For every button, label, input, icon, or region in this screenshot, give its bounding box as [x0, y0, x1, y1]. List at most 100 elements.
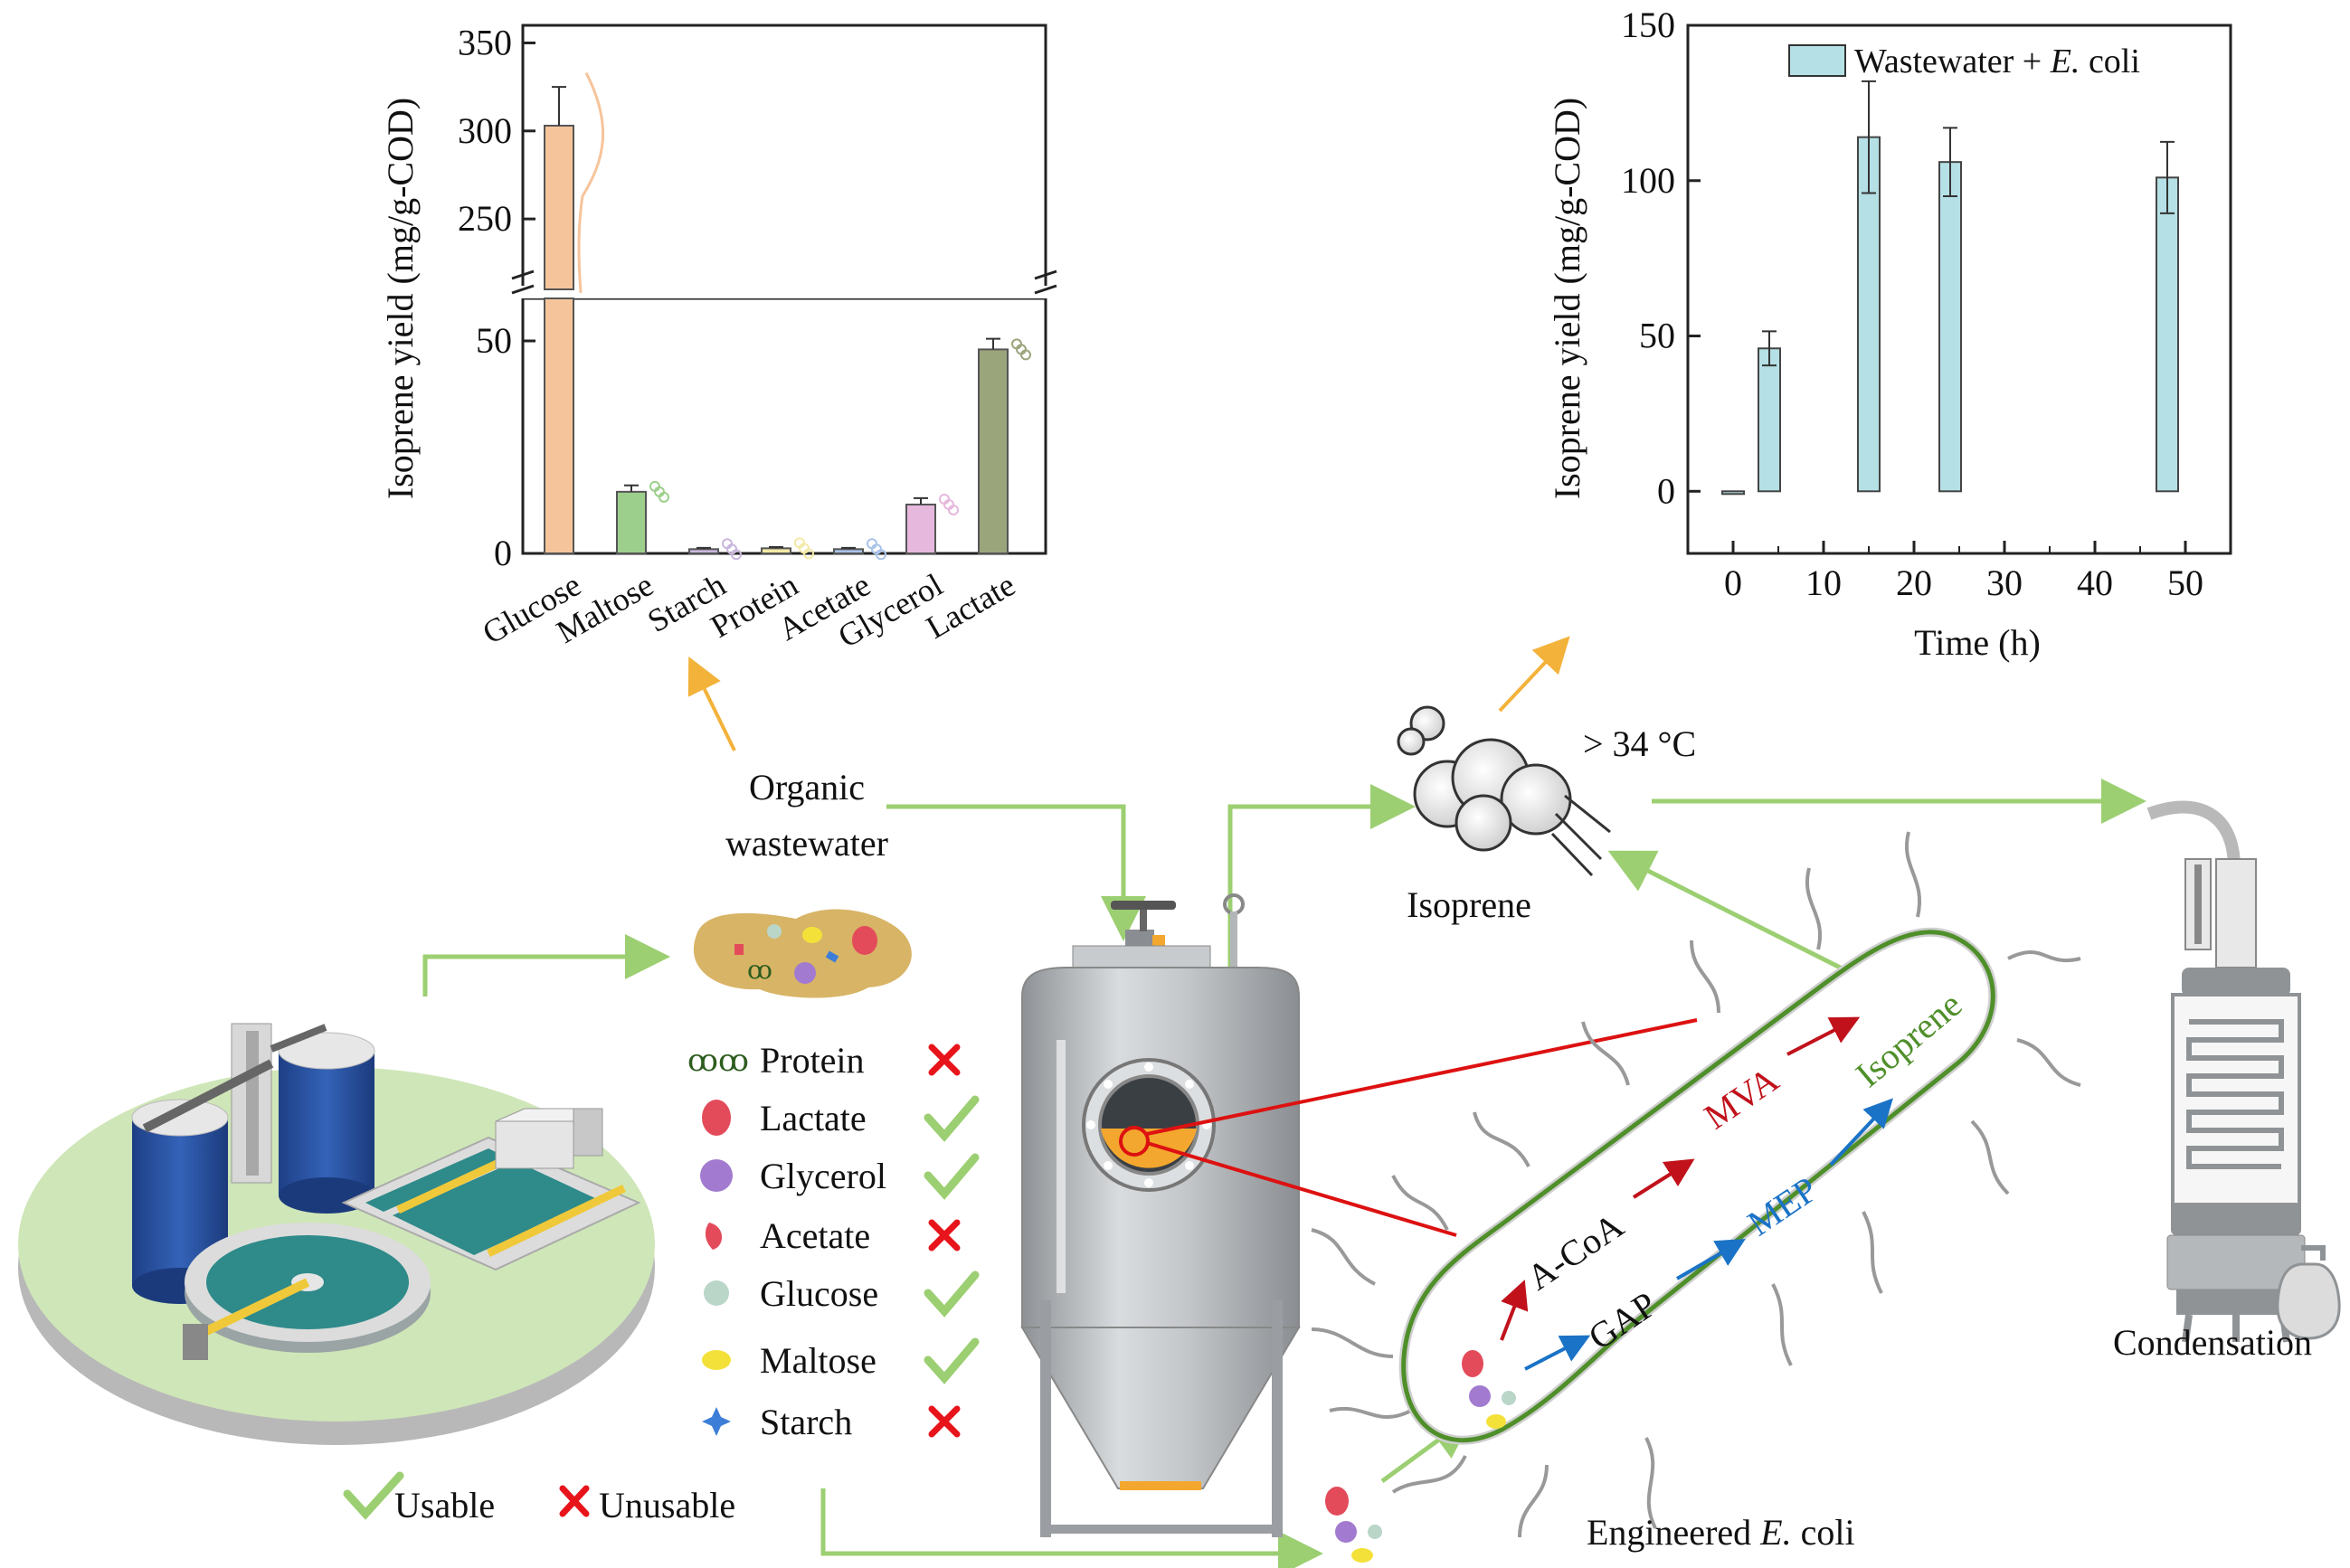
arrow-wastewater-to-fermenter	[886, 804, 1146, 941]
data-point	[731, 549, 742, 561]
check-icon	[924, 1095, 980, 1142]
check-icon	[924, 1270, 980, 1318]
bar-t4	[1758, 347, 1781, 493]
temperature-label: > 34 °C	[1583, 723, 1696, 764]
arrow-plant-to-wastewater	[422, 934, 670, 997]
y-tick-label: 50	[1639, 316, 1675, 356]
bar-glucose-upper	[544, 124, 574, 290]
error-bar	[1862, 80, 1876, 194]
y-tick-label-upper: 300	[458, 110, 512, 151]
data-point	[659, 491, 669, 503]
right-chart-legend: Wastewater + E. coli	[1788, 43, 2140, 80]
error-bar	[624, 484, 639, 492]
y-tick-label-lower: 50	[476, 320, 512, 361]
arrow-fermenter-to-isoprene	[1227, 784, 1416, 969]
check-icon	[343, 1471, 404, 1520]
data-point	[948, 504, 959, 515]
substrate-yield-chart: GlucoseMaltoseStarchProteinAcetateGlycer…	[380, 22, 1067, 655]
left-chart-frame-upper	[521, 24, 1047, 291]
x-tick-label: 20	[1896, 562, 1932, 603]
y-tick-label-upper: 250	[458, 198, 512, 239]
axis-break-gap	[507, 286, 1067, 298]
axis-break-mark-right	[1034, 269, 1057, 295]
starch-icon	[702, 1407, 731, 1436]
y-tick-label-upper: 350	[458, 22, 512, 62]
zoom-line-lower	[1146, 1141, 1457, 1237]
x-tick-label: 10	[1805, 562, 1842, 603]
bar-maltose	[616, 490, 647, 554]
right-chart-ylabel: Isoprene yield (mg/g-COD)	[1547, 98, 1587, 499]
zoom-line-upper	[1146, 1018, 1698, 1136]
isoprene-cloud-icon	[1397, 705, 1611, 877]
bar-protein	[761, 547, 791, 554]
y-tick-label: 100	[1621, 160, 1675, 201]
legend-unusable-label: Unusable	[599, 1485, 735, 1525]
x-tick-label: 40	[2077, 562, 2113, 603]
x-tick-label: 30	[1986, 562, 2023, 603]
protein-icon: ꝏꝏ	[687, 1044, 749, 1078]
cross-icon	[559, 1485, 590, 1517]
substrate-label-maltose: Maltose	[760, 1340, 877, 1381]
left-chart-frame-lower	[521, 297, 1047, 555]
flagella	[1311, 831, 2081, 1538]
bar-glycerol	[905, 503, 936, 555]
arrow-to-substrate-chart	[687, 656, 736, 751]
organic-matter-blob: ꝏ	[693, 909, 912, 998]
substrate-label-glucose: Glucose	[760, 1273, 878, 1314]
usability-legend: Usable Unusable	[343, 1471, 735, 1525]
error-bar	[841, 546, 856, 550]
condenser-illustration	[2146, 800, 2341, 1343]
engineered-ecoli-label: Engineered E. coli	[1587, 1512, 1855, 1553]
check-icon	[924, 1153, 980, 1200]
cross-icon	[928, 1405, 961, 1438]
cross-icon	[928, 1219, 961, 1252]
error-bar	[1943, 127, 1957, 197]
y-tick-label: 150	[1621, 5, 1675, 45]
engineered-ecoli-cell: A-CoA MVA Isoprene GAP MEP	[1311, 831, 2081, 1538]
axis-break-mark-left	[511, 269, 535, 295]
legend-usable-label: Usable	[394, 1485, 495, 1525]
glucose-icon	[704, 1280, 729, 1306]
condensation-label: Condensation	[2113, 1322, 2312, 1363]
substrate-label-protein: Protein	[760, 1040, 865, 1081]
fermenter-tank-illustration	[1020, 893, 1301, 1537]
error-bar	[2160, 140, 2175, 214]
error-bar	[986, 337, 1000, 350]
wastewater-treatment-plant-illustration	[18, 1023, 655, 1445]
y-tick-label: 0	[1657, 470, 1675, 511]
legend-label: Wastewater + E. coli	[1854, 43, 2140, 80]
bar-glucose-lower	[544, 298, 574, 554]
right-chart-xlabel: Time (h)	[1914, 622, 2041, 663]
substrate-label-acetate: Acetate	[760, 1215, 870, 1256]
error-bar	[696, 546, 711, 550]
error-bar	[1762, 330, 1777, 367]
organic-wastewater-label-line2: wastewater	[725, 823, 888, 864]
check-icon	[924, 1337, 980, 1384]
bar-starch	[688, 548, 719, 554]
bar-t48	[2156, 176, 2179, 493]
lactate-icon	[702, 1100, 731, 1136]
x-tick-label: 0	[1724, 562, 1742, 603]
distribution-curve	[577, 71, 605, 293]
cross-icon	[928, 1044, 961, 1076]
data-point	[803, 548, 814, 560]
error-bar	[914, 496, 928, 505]
bar-t24	[1938, 161, 1962, 493]
error-bar	[769, 545, 783, 549]
organic-wastewater-label-line1: Organic	[749, 767, 865, 808]
y-tick-label-lower: 0	[494, 533, 512, 573]
legend-swatch	[1788, 44, 1846, 77]
data-point	[1020, 349, 1031, 361]
data-point	[876, 549, 886, 561]
left-chart-ylabel: Isoprene yield (mg/g-COD)	[380, 98, 421, 499]
error-bar	[552, 86, 566, 126]
isoprene-label: Isoprene	[1407, 884, 1531, 925]
substrate-particles	[1325, 1487, 1382, 1563]
substrate-label-glycerol: Glycerol	[760, 1156, 886, 1196]
substrate-label-starch: Starch	[760, 1402, 852, 1442]
bar-lactate	[978, 348, 1009, 554]
bar-acetate	[833, 548, 864, 554]
